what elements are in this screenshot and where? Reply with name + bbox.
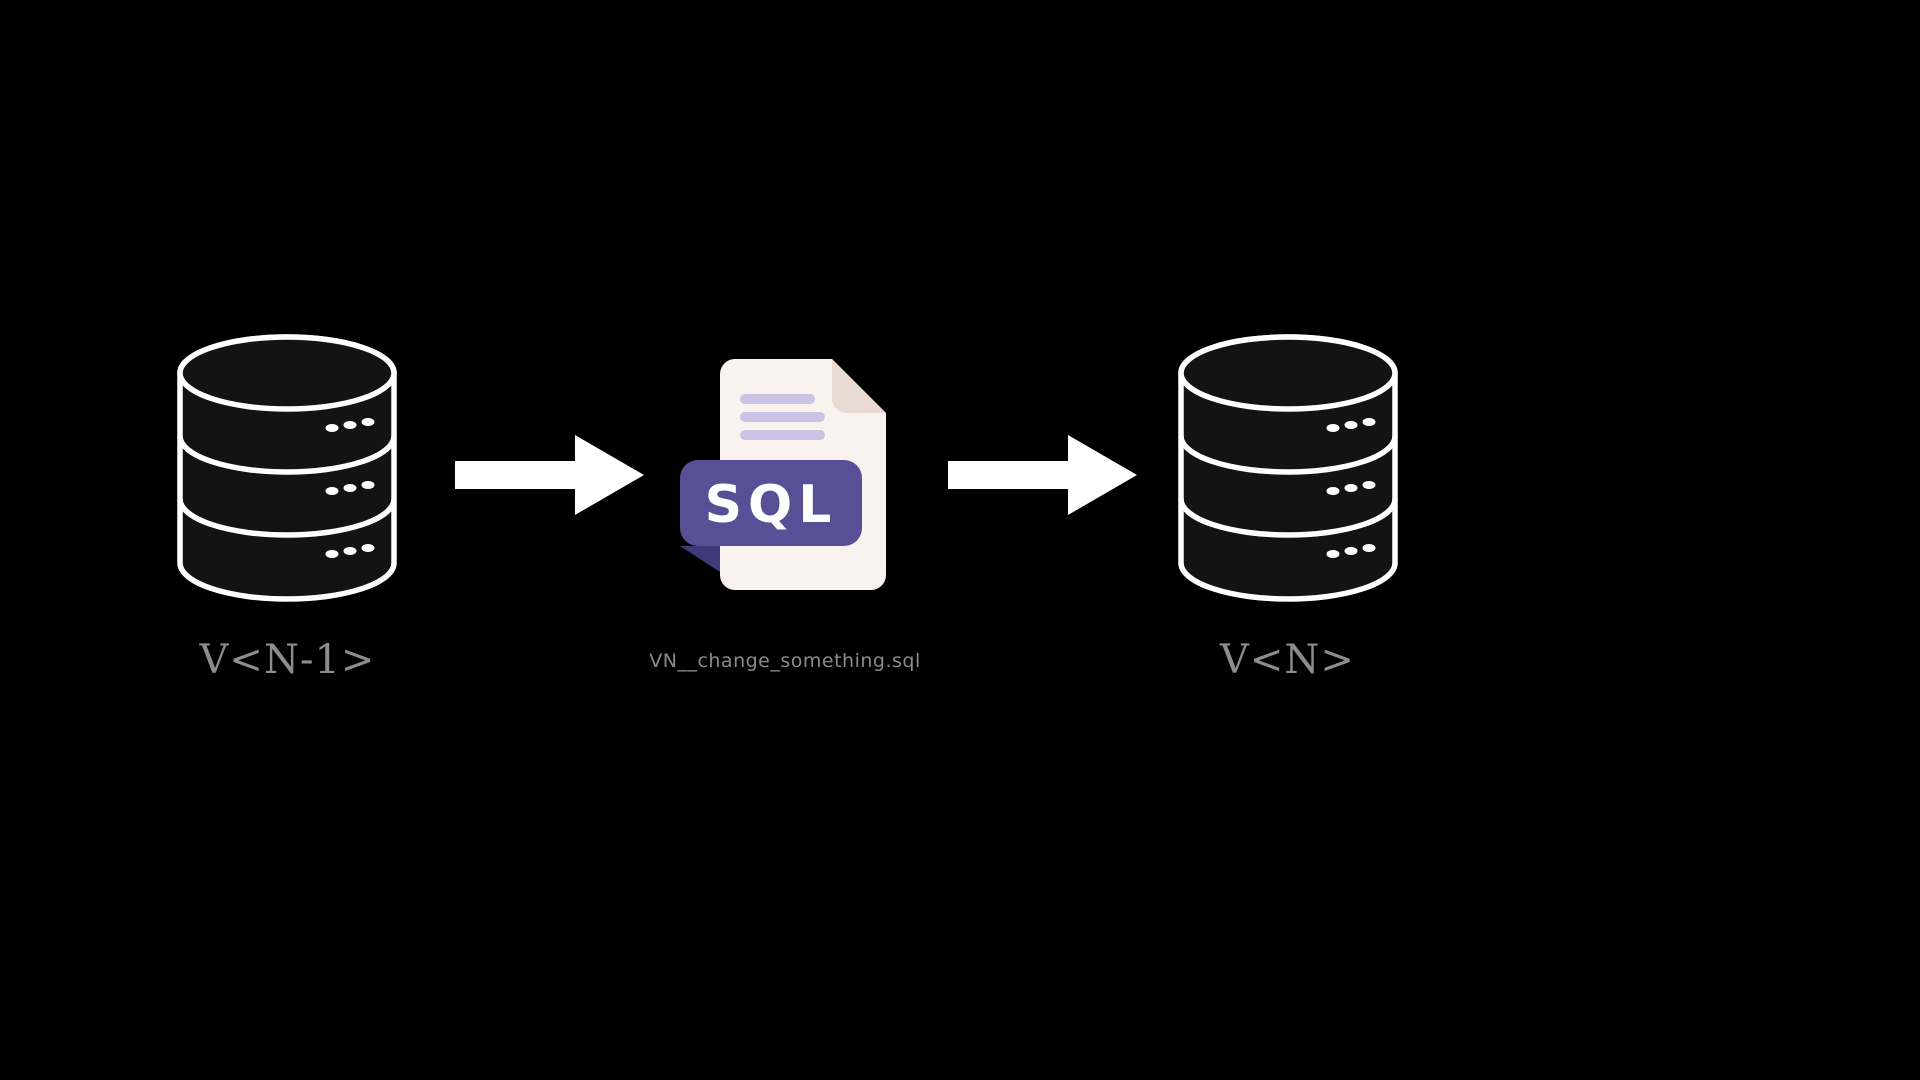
db-indicator-dots [325,418,375,558]
migration-filename-label: VN__change_something.sql [649,650,921,672]
sql-badge-text: SQL [705,475,838,535]
migration-file-node: SQL [680,358,890,592]
arrow-shape [948,435,1137,515]
sql-file-icon: SQL [680,359,886,590]
sql-badge [680,460,862,546]
arrow-right-icon [948,435,1137,515]
database-icon [177,334,397,602]
arrow-shape [455,435,644,515]
document-text-lines [740,394,825,440]
db-indicator-dots [1326,418,1376,558]
arrow-right-icon [455,435,644,515]
source-database-label: V<N-1> [199,637,376,683]
database-icon [1178,334,1398,602]
badge-back-fold [680,546,720,572]
database-divider [1178,435,1398,475]
database-divider [177,435,397,475]
flow-arrow-right [948,432,1140,518]
target-database-label: V<N> [1220,637,1355,683]
document-corner-fold [832,359,886,413]
source-database-node [172,333,402,605]
database-lid [1178,334,1398,412]
target-database-node [1173,333,1403,605]
flow-arrow-left [455,432,647,518]
database-divider [1178,498,1398,538]
database-divider [177,498,397,538]
database-lid [177,334,397,412]
